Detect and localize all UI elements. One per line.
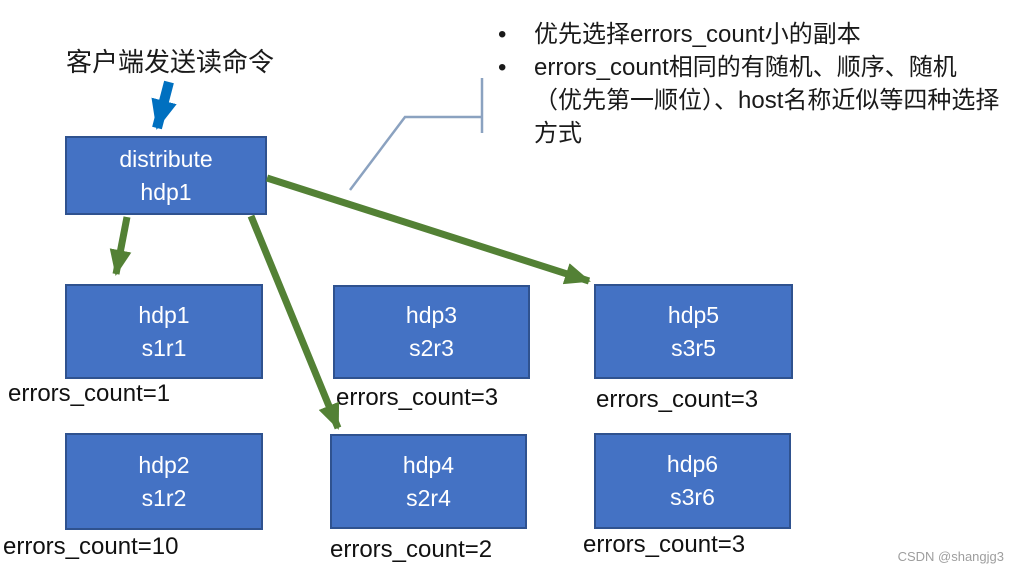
node-hdp3-s2r3: hdp3 s2r3: [333, 285, 530, 379]
node-label-line1: hdp2: [138, 451, 190, 478]
errors-count-label-hdp5: errors_count=3: [596, 386, 759, 413]
node-label-line1: hdp6: [666, 451, 719, 477]
arrow-distribute-to-hdp1: [109, 216, 132, 276]
node-hdp1-s1r1: hdp1 s1r1: [65, 284, 263, 379]
node-label-line1: distribute: [119, 145, 213, 172]
arrow-distribute-to-hdp4: [247, 214, 342, 430]
node-label-line2: s1r1: [141, 334, 187, 361]
node-label-line2: s3r6: [670, 484, 715, 510]
node-label-line2: s1r2: [141, 484, 187, 511]
errors-count-label-hdp6: errors_count=3: [583, 531, 746, 558]
client-read-command-label: 客户端发送读命令: [66, 47, 275, 77]
node-label-line1: hdp4: [402, 451, 455, 478]
node-hdp5-s3r5: hdp5 s3r5: [594, 284, 793, 379]
node-label-line2: hdp1: [140, 178, 192, 205]
node-label-line1: hdp5: [667, 301, 720, 328]
node-label-line1: hdp3: [405, 302, 458, 328]
csdn-watermark: CSDN @shangjg3: [897, 549, 1004, 564]
errors-count-label-hdp2: errors_count=10: [3, 533, 179, 560]
arrow-client-to-distribute: [151, 80, 177, 130]
node-label-line2: s2r4: [406, 484, 451, 511]
node-hdp2-s1r2: hdp2 s1r2: [65, 433, 263, 530]
node-label-line2: s3r5: [671, 334, 716, 361]
node-label-line1: hdp1: [138, 301, 190, 328]
errors-count-label-hdp1: errors_count=1: [8, 380, 171, 407]
callout-connector-line: [349, 115, 482, 191]
errors-count-label-hdp4: errors_count=2: [330, 536, 493, 563]
node-label-line2: s2r3: [409, 335, 454, 361]
node-hdp6-s3r6: hdp6 s3r6: [594, 433, 791, 529]
callout-notes: 优先选择errors_count小的副本 errors_count相同的有随机、…: [490, 18, 1002, 150]
callout-bullet-2: errors_count相同的有随机、顺序、随机（优先第一顺位）、host名称近…: [490, 51, 1002, 150]
node-distribute-hdp1: distribute hdp1: [65, 136, 267, 215]
arrow-distribute-to-hdp5: [265, 174, 591, 285]
errors-count-label-hdp3: errors_count=3: [336, 384, 499, 411]
node-hdp4-s2r4: hdp4 s2r4: [330, 434, 527, 529]
callout-bullet-1: 优先选择errors_count小的副本: [490, 18, 1002, 51]
